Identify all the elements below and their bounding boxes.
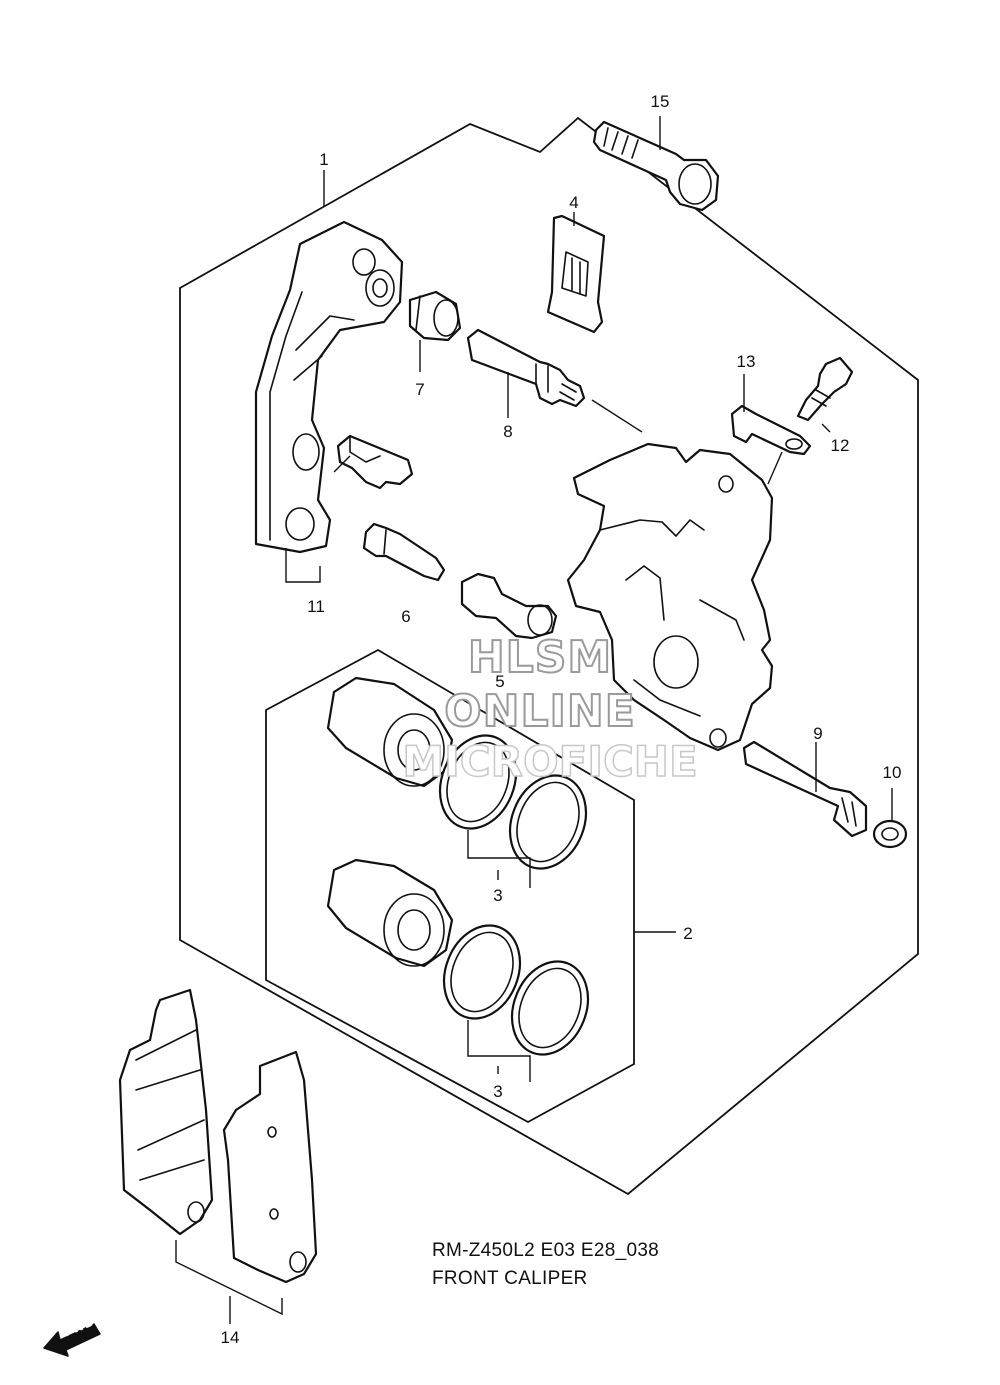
callout-3-lower: 3 (493, 1082, 503, 1101)
callout-leaders (175, 116, 893, 1324)
callout-11: 11 (307, 597, 325, 616)
bleeder-cap-plate (730, 404, 812, 456)
caliper-bracket (254, 220, 404, 554)
caliper-assembly-outline (179, 116, 919, 1196)
callout-12: 12 (830, 436, 850, 455)
callout-5: 5 (495, 672, 505, 691)
piston-set-outline (265, 648, 635, 1124)
pin-cap (872, 819, 908, 849)
callout-10: 10 (882, 763, 902, 782)
callout-15: 15 (650, 92, 670, 111)
callout-2: 2 (683, 924, 693, 943)
callout-8: 8 (503, 422, 513, 441)
piston-upper (326, 676, 454, 788)
forward-arrow-icon (43, 1323, 101, 1357)
brake-pad-rear (222, 1050, 318, 1284)
callout-3-upper: 3 (493, 886, 503, 905)
caliper-pin-short (362, 522, 446, 582)
callout-6: 6 (401, 607, 411, 626)
bracket-spring-clip (336, 434, 414, 490)
callout-7: 7 (415, 380, 425, 399)
boot-part (408, 290, 462, 342)
piston-lower (326, 858, 454, 968)
callout-4: 4 (569, 193, 579, 212)
callout-14: 14 (220, 1328, 240, 1347)
callout-1: 1 (319, 150, 329, 169)
diagram-title: FRONT CALIPER (432, 1268, 588, 1289)
bleeder-valve (796, 356, 854, 422)
mounting-bolt (592, 120, 720, 212)
pin-boot (460, 572, 558, 640)
model-code: RM-Z450L2 E03 E28_038 (432, 1240, 660, 1261)
callout-9: 9 (813, 724, 823, 743)
pad-spring (546, 214, 606, 334)
brake-pad-front (118, 988, 214, 1236)
seal-set-lower (442, 924, 590, 1056)
seal-set-upper (438, 734, 588, 870)
slide-pin (742, 740, 868, 838)
callout-13: 13 (736, 352, 756, 371)
caliper-pin-long (466, 328, 586, 408)
caliper-body (566, 442, 774, 752)
